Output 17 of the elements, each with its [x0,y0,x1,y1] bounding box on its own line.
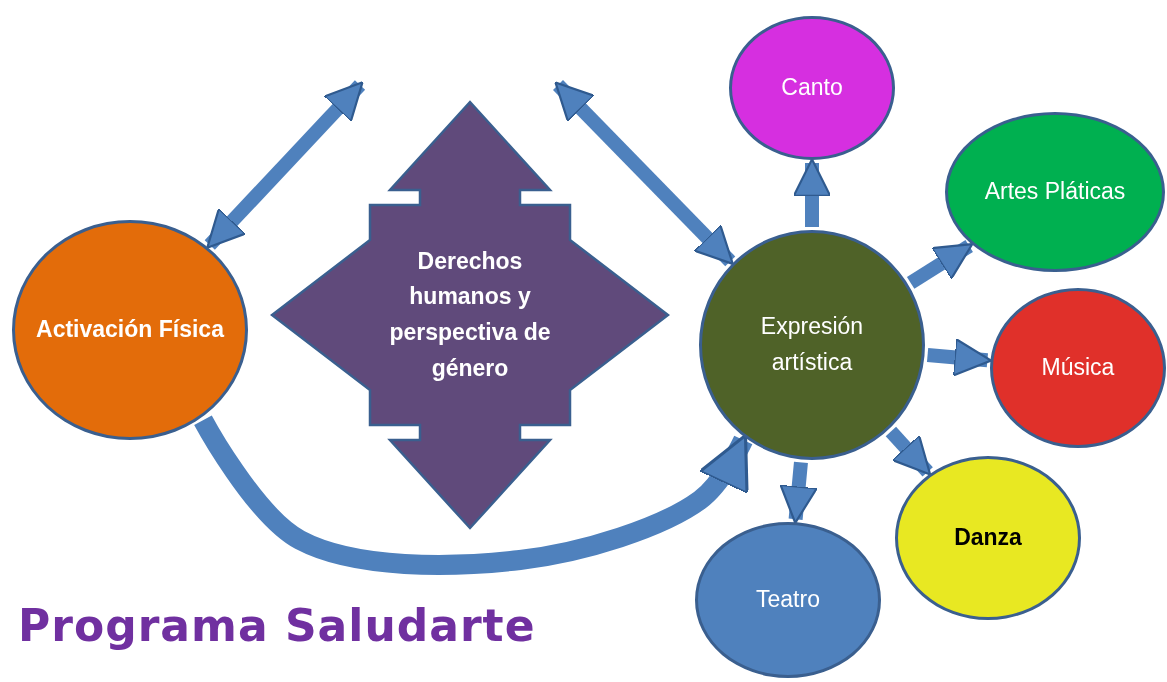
block-arrow [779,461,818,524]
block-arrow [906,240,974,289]
block-arrow [792,158,832,227]
node-label: Derechos humanos y perspectiva de género [388,246,552,383]
title: Programa Saludarte [18,600,536,651]
block-arrow [926,338,993,377]
block-arrow [553,80,736,267]
node-label: Canto [780,73,844,103]
node-label: Expresión artística [759,312,865,377]
node-label: Danza [953,523,1023,553]
node-label: Teatro [755,585,821,615]
node-label: Activación Física [35,315,225,345]
block-arrow [194,415,753,575]
block-arrow [204,80,366,250]
node-label: Música [1040,353,1116,383]
block-arrow [885,426,933,477]
node-label: Artes Pláticas [983,177,1127,207]
